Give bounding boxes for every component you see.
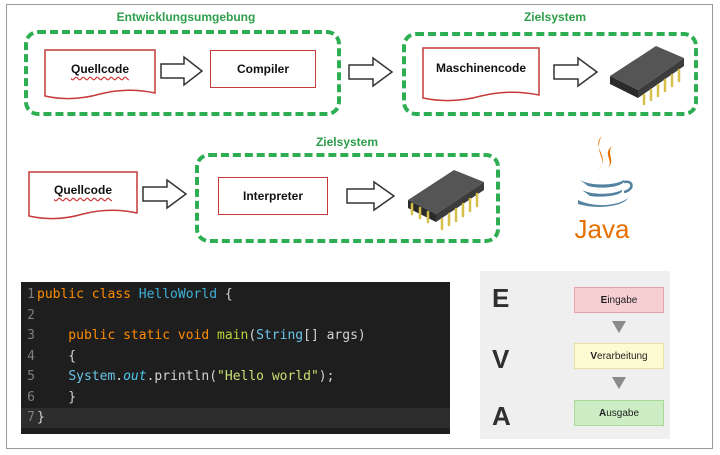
- code-token: {: [217, 287, 233, 302]
- document-quellcode-top: Quellcode: [44, 49, 156, 103]
- code-token: String: [256, 328, 304, 343]
- code-token: (: [248, 328, 257, 343]
- microchip-icon: [408, 170, 484, 231]
- eva-letter-e: E: [492, 283, 510, 313]
- document-shape: [28, 171, 138, 220]
- code-token: }: [37, 410, 45, 425]
- line-number: 3: [27, 328, 35, 343]
- down-arrow-icon: [612, 321, 626, 333]
- code-line: 4 {: [21, 347, 450, 367]
- eva-step-initial: V: [590, 351, 598, 362]
- arrow-right-icon: [348, 56, 394, 88]
- line-number: 7: [27, 410, 35, 425]
- document-shape: [422, 47, 540, 102]
- group-label-zielsystem-mid: Zielsystem: [315, 135, 379, 149]
- code-line: 2: [21, 306, 450, 326]
- java-logo-text: Java: [574, 214, 630, 244]
- code-token: {: [37, 348, 77, 364]
- eva-panel: E V A Eingabe Verarbeitung Ausgabe: [480, 271, 670, 439]
- document-quellcode-mid: Quellcode: [28, 171, 138, 223]
- group-zielsystem-mid: [195, 153, 500, 243]
- code-line: 5 System.out.println("Hello world");: [21, 367, 450, 387]
- eva-letter-v: V: [492, 344, 510, 374]
- code-token: .println(: [146, 369, 218, 384]
- code-token: public class: [37, 287, 139, 302]
- box-label: Maschinencode: [435, 61, 527, 75]
- arrow-right-icon: [553, 56, 599, 88]
- code-line: 3 public static void main(String[] args): [21, 326, 450, 346]
- group-label-zielsystem-top: Zielsystem: [523, 10, 587, 24]
- group-zielsystem-top: [402, 32, 698, 116]
- code-token: [37, 369, 68, 384]
- code-token: );: [318, 369, 335, 384]
- box-maschinencode: Maschinencode: [422, 47, 540, 105]
- code-line: 7}: [21, 408, 450, 428]
- eva-step-ausgabe: Ausgabe: [574, 400, 664, 426]
- box-compiler: Compiler: [210, 50, 316, 88]
- line-number: 5: [27, 369, 35, 384]
- eva-step-initial: E: [600, 295, 608, 306]
- code-token: out: [123, 369, 147, 384]
- document-shape: [44, 49, 156, 100]
- code-token: [] args): [303, 328, 366, 343]
- code-line: 6 }: [21, 388, 450, 408]
- eva-step-initial: A: [598, 408, 607, 419]
- microchip-icon: [610, 46, 684, 106]
- arrow-right-icon: [160, 55, 204, 87]
- code-token: public static void: [37, 328, 218, 343]
- document-label: Quellcode: [53, 183, 112, 197]
- eva-letter-a: A: [492, 401, 511, 431]
- document-label: Quellcode: [70, 62, 129, 76]
- line-number: 2: [27, 307, 35, 323]
- box-interpreter: Interpreter: [218, 177, 328, 215]
- arrow-right-icon: [142, 178, 188, 210]
- line-number: 1: [27, 287, 35, 302]
- eva-step-rest: ingabe: [607, 295, 638, 306]
- code-token: "Hello world": [217, 369, 319, 384]
- eva-step-eingabe: Eingabe: [574, 287, 664, 313]
- eva-step-rest: erarbeitung: [597, 351, 648, 362]
- code-token: .: [115, 369, 124, 384]
- java-logo-icon: [578, 136, 633, 207]
- group-label-entwicklungsumgebung: Entwicklungsumgebung: [116, 10, 256, 24]
- code-token: }: [37, 389, 77, 405]
- code-token: main: [217, 328, 249, 343]
- code-token: System: [68, 369, 116, 384]
- group-entwicklungsumgebung: [24, 30, 341, 116]
- line-number: 4: [27, 348, 35, 364]
- arrow-right-icon: [346, 180, 396, 212]
- eva-step-rest: usgabe: [606, 408, 640, 419]
- code-token: HelloWorld: [138, 287, 218, 302]
- down-arrow-icon: [612, 377, 626, 389]
- eva-step-verarbeitung: Verarbeitung: [574, 343, 664, 369]
- line-number: 6: [27, 389, 35, 405]
